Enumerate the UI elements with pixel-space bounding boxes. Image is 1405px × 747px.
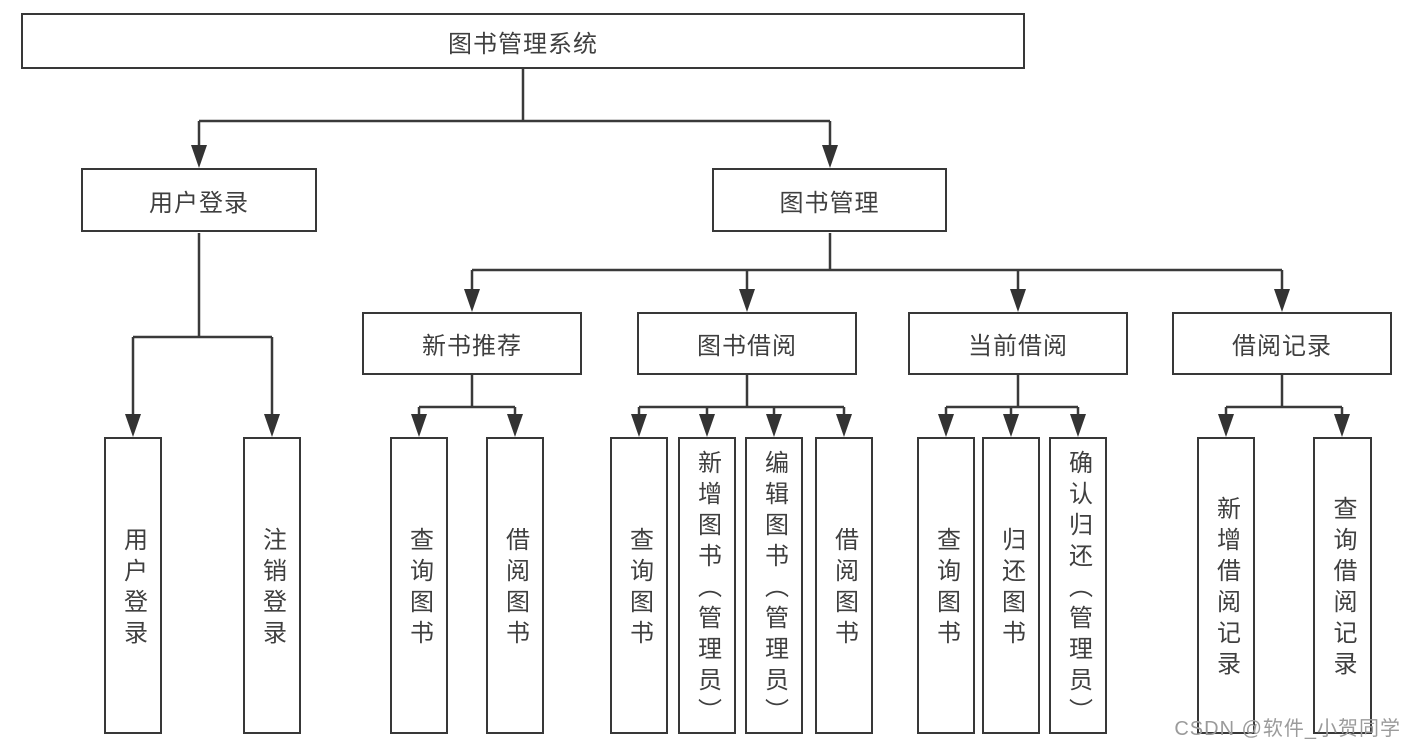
node-user-login: 用户登录 bbox=[81, 168, 317, 232]
leaf-query-books-current: 查询图书 bbox=[917, 437, 975, 734]
node-user-login-label: 用户登录 bbox=[149, 189, 249, 217]
node-current-borrowing: 当前借阅 bbox=[908, 312, 1128, 375]
leaf-add-borrow-record-label: 新增借阅记录 bbox=[1212, 496, 1240, 682]
node-book-borrowing-label: 图书借阅 bbox=[697, 333, 797, 360]
leaf-confirm-return-admin-label: 确认归还（管理员） bbox=[1064, 449, 1092, 729]
leaf-borrow-books-recommend: 借阅图书 bbox=[486, 437, 544, 734]
node-borrowing-records-label: 借阅记录 bbox=[1232, 333, 1332, 360]
leaf-confirm-return-admin: 确认归还（管理员） bbox=[1049, 437, 1107, 734]
leaf-logout-label: 注销登录 bbox=[258, 527, 286, 651]
node-book-borrowing: 图书借阅 bbox=[637, 312, 857, 375]
node-root-label: 图书管理系统 bbox=[448, 30, 598, 58]
node-current-borrowing-label: 当前借阅 bbox=[968, 333, 1068, 360]
connector-line-path bbox=[131, 69, 1344, 416]
leaf-query-books-borrow-label: 查询图书 bbox=[625, 527, 653, 651]
leaf-borrow-books-label: 借阅图书 bbox=[830, 527, 858, 651]
leaf-return-books-label: 归还图书 bbox=[997, 527, 1025, 651]
leaf-return-books: 归还图书 bbox=[982, 437, 1040, 734]
leaf-add-borrow-record: 新增借阅记录 bbox=[1197, 437, 1255, 734]
node-new-book-recommend: 新书推荐 bbox=[362, 312, 582, 375]
leaf-edit-book-admin: 编辑图书（管理员） bbox=[745, 437, 803, 734]
leaf-add-book-admin-label: 新增图书（管理员） bbox=[693, 449, 721, 729]
leaf-query-books-recommend-label: 查询图书 bbox=[405, 527, 433, 651]
leaf-borrow-books: 借阅图书 bbox=[815, 437, 873, 734]
leaf-query-books-recommend: 查询图书 bbox=[390, 437, 448, 734]
node-new-book-recommend-label: 新书推荐 bbox=[422, 333, 522, 360]
leaf-query-borrow-record-label: 查询借阅记录 bbox=[1329, 496, 1356, 682]
leaf-query-books-current-label: 查询图书 bbox=[932, 527, 960, 651]
node-book-management: 图书管理 bbox=[712, 168, 947, 232]
node-root: 图书管理系统 bbox=[21, 13, 1025, 69]
leaf-add-book-admin: 新增图书（管理员） bbox=[678, 437, 736, 734]
leaf-query-books-borrow: 查询图书 bbox=[610, 437, 668, 734]
leaf-user-login: 用户登录 bbox=[104, 437, 162, 734]
watermark: CSDN @软件_小贺同学 bbox=[1174, 718, 1401, 740]
leaf-user-login-label: 用户登录 bbox=[119, 527, 147, 651]
leaf-edit-book-admin-label: 编辑图书（管理员） bbox=[760, 449, 788, 729]
leaf-borrow-books-recommend-label: 借阅图书 bbox=[501, 527, 529, 651]
node-book-management-label: 图书管理 bbox=[779, 189, 880, 217]
leaf-logout: 注销登录 bbox=[243, 437, 301, 734]
leaf-query-borrow-record: 查询借阅记录 bbox=[1313, 437, 1372, 734]
node-borrowing-records: 借阅记录 bbox=[1172, 312, 1392, 375]
